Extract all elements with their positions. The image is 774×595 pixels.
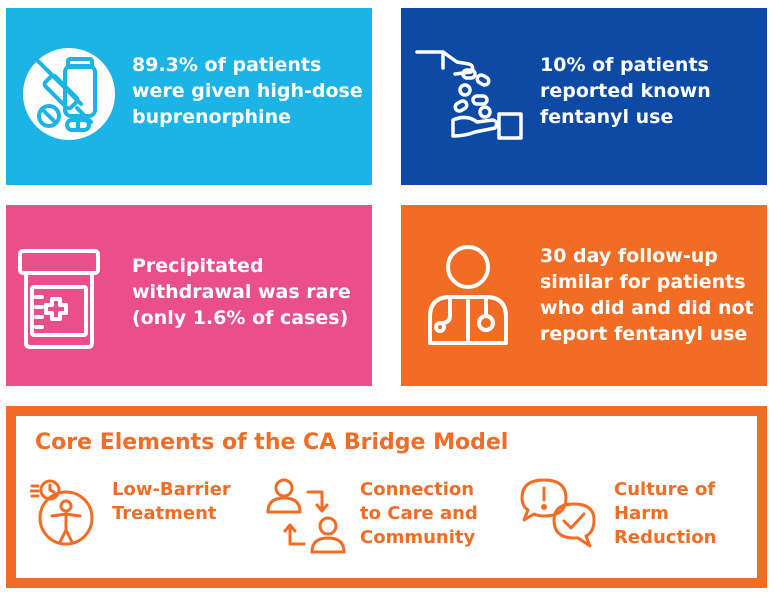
stat-text: 30 day follow-up similar for patients wh… [540,245,754,345]
stat-text: 10% of patients reported known fentanyl … [540,54,711,128]
core-element-label: Low-Barrier Treatment [112,479,231,524]
person-clock-icon [30,479,94,546]
speech-bubbles-icon [520,478,596,548]
stat-tile-fentanyl-use: 10% of patients reported known fentanyl … [401,8,767,185]
core-element-low-barrier: Low-Barrier Treatment [30,476,260,566]
stat-tile-withdrawal: Precipitated withdrawal was rare (only 1… [6,205,372,386]
stat-tile-follow-up: 30 day follow-up similar for patients wh… [401,205,767,386]
core-elements-inner: Core Elements of the CA Bridge Model Low… [16,416,757,578]
core-element-label: Connection to Care and Community [360,479,478,548]
core-elements-panel: Core Elements of the CA Bridge Model Low… [6,406,767,588]
core-element-harm-reduction: Culture of Harm Reduction [518,476,753,566]
core-element-label: Culture of Harm Reduction [614,479,717,548]
hand-pills-icon [415,50,523,140]
core-elements-title: Core Elements of the CA Bridge Model [35,430,509,455]
stat-text: 89.3% of patients were given high-dose b… [132,54,363,128]
doctor-icon [428,245,508,345]
stat-text: Precipitated withdrawal was rare (only 1… [132,255,351,329]
syringe-pill-bottle-icon [23,48,115,140]
people-exchange-icon [266,478,346,554]
core-element-connection: Connection to Care and Community [266,476,516,566]
pill-bottle-icon [18,249,100,349]
stat-tile-high-dose: 89.3% of patients were given high-dose b… [6,8,372,185]
